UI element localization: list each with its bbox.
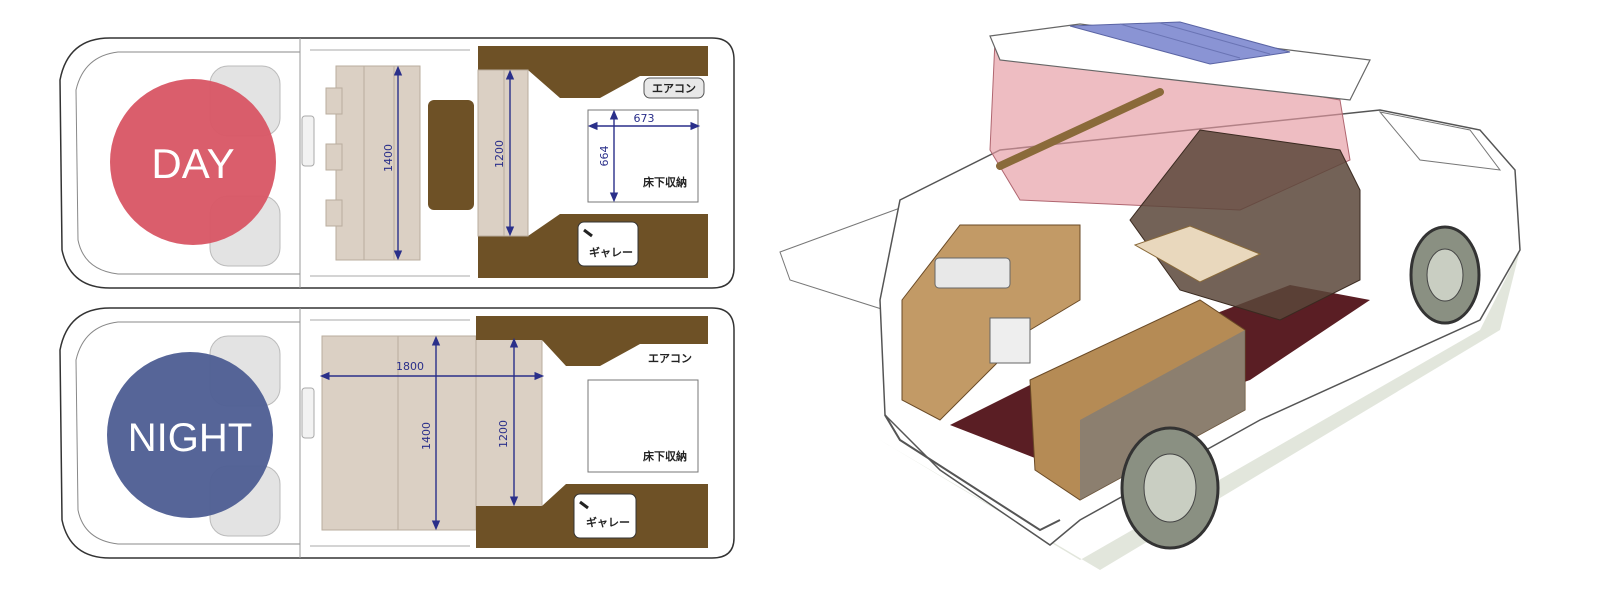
day-storage-label: 床下収納 [643, 175, 687, 189]
night-galley-label: ギャレー [586, 515, 630, 529]
night-mode-badge [107, 352, 273, 518]
night-aircon-label: エアコン [648, 352, 692, 365]
day-aircon-label: エアコン [652, 82, 696, 95]
van-table [1133, 225, 1262, 283]
van-solar-panel [1069, 21, 1291, 65]
day-mode-badge [110, 79, 276, 245]
day-aircon-box [643, 77, 705, 99]
day-mode-label: DAY [151, 140, 234, 187]
day-seat-block [477, 69, 529, 237]
day-dim-673: 673 [634, 112, 655, 125]
day-dim-1400: 1400 [382, 144, 395, 172]
day-floor-plan: エアコン 床下収納 ギャレー 1400 1200 673 664 DAY [59, 37, 735, 289]
day-table [428, 100, 474, 210]
night-floor-plan: エアコン 床下収納 ギャレー 1800 1400 1200 NIGHT [59, 307, 735, 559]
night-dim-1200: 1200 [497, 420, 510, 448]
night-storage-label: 床下収納 [643, 449, 687, 463]
camper-van-illustration [779, 21, 1521, 570]
day-dim-1200: 1200 [493, 140, 506, 168]
night-cabinet-top [476, 316, 708, 366]
night-galley-faucet-icon [579, 500, 589, 510]
day-cabinet-top [478, 46, 708, 98]
night-storage [587, 379, 699, 473]
night-mode-label: NIGHT [128, 416, 252, 460]
day-galley-faucet-icon [583, 228, 593, 238]
night-dim-1400: 1400 [420, 422, 433, 450]
day-galley-box [577, 221, 639, 267]
van-roof-lid [989, 23, 1371, 101]
day-galley-label: ギャレー [589, 245, 633, 259]
day-bench [335, 65, 421, 261]
night-dim-1800: 1800 [396, 360, 424, 373]
night-galley-box [573, 493, 637, 539]
day-dim-664: 664 [598, 146, 611, 167]
